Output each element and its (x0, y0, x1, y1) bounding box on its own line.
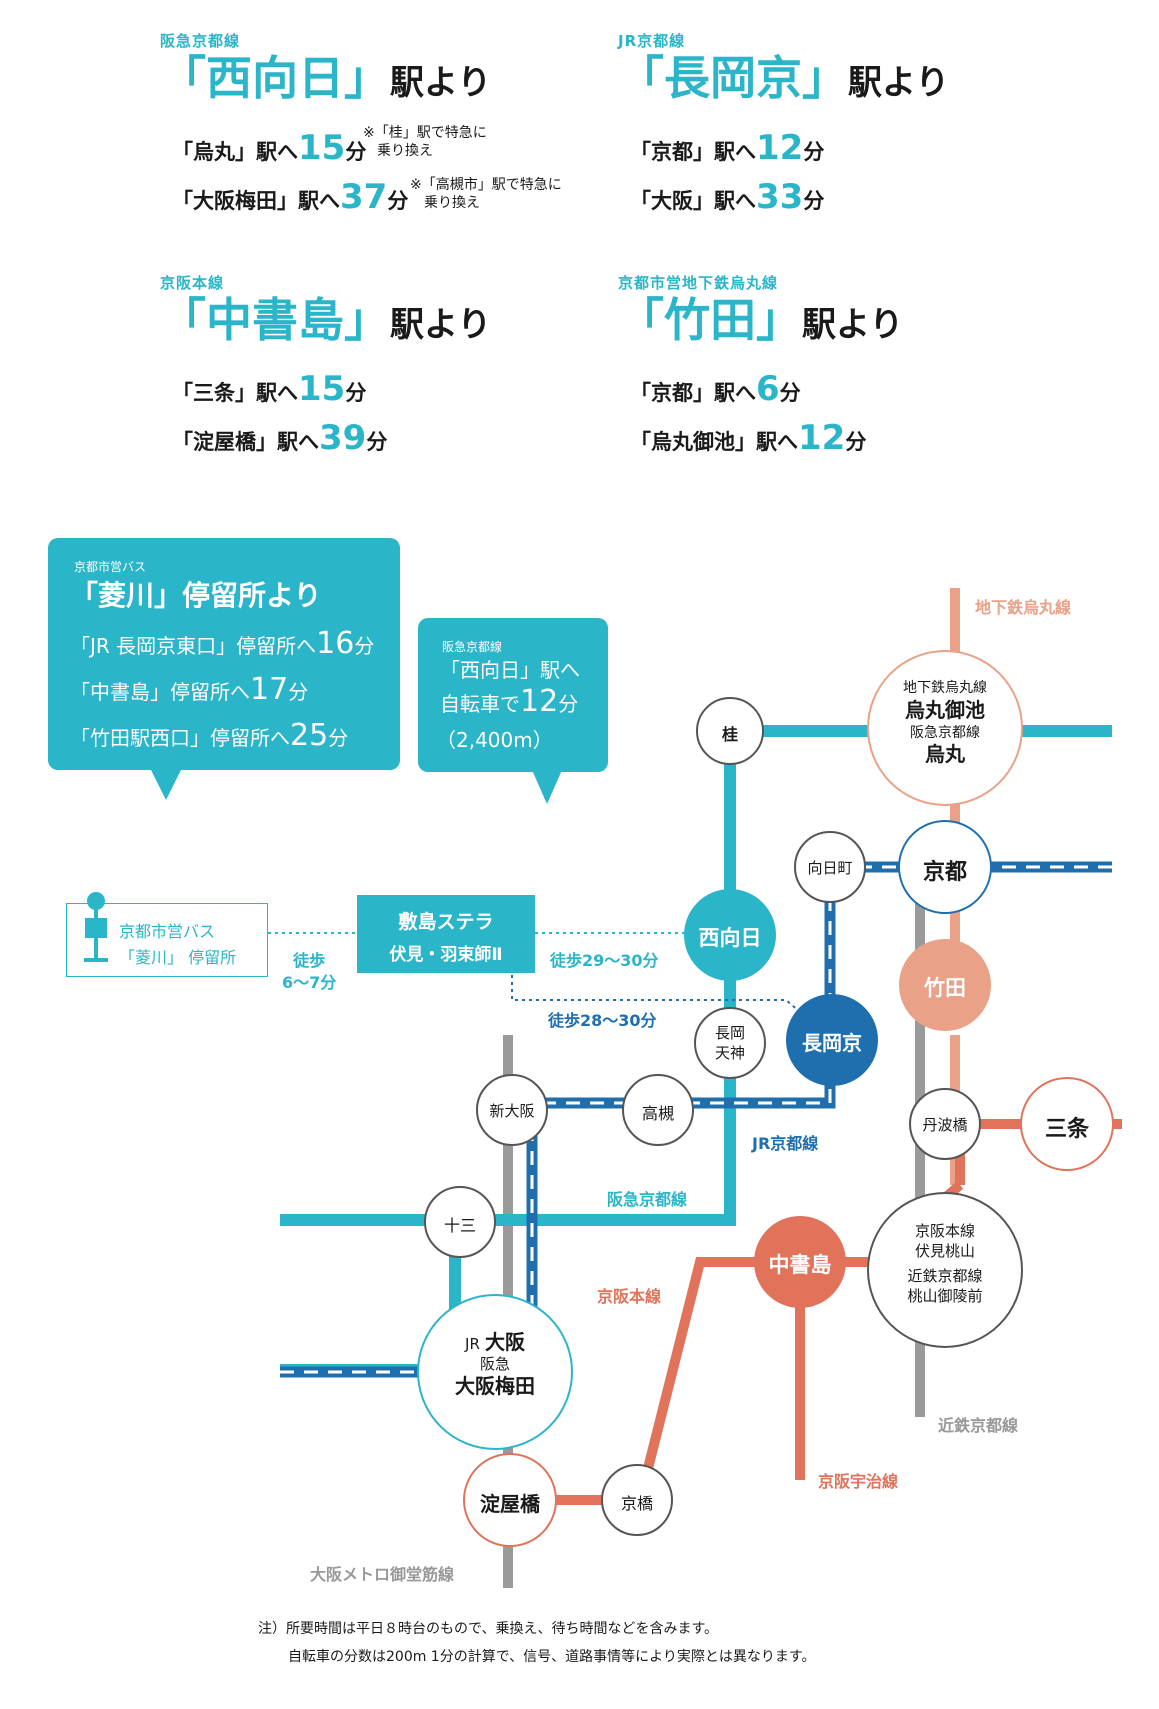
destination-row: 「烏丸御池」駅へ12分 (630, 418, 867, 458)
bus-stop-icon (81, 892, 111, 966)
walk-label-nagaokakyo: 徒歩28〜30分 (548, 1011, 657, 1030)
bike-distance: （2,400m） (436, 728, 553, 752)
station-name: 長岡京 (664, 51, 802, 105)
station-label-kyoto: 京都 (922, 860, 967, 885)
station-suffix: 駅より (802, 305, 904, 345)
destination-row: 「大阪」駅へ33分 (630, 177, 825, 217)
line-name: 京都市営地下鉄烏丸線 (618, 274, 779, 292)
station-suffix: 駅より (390, 305, 492, 345)
route-chushojima: 京阪本線 「中書島」駅より (160, 272, 491, 346)
bus-operator: 京都市営バス (74, 560, 147, 574)
station-suffix: 駅より (390, 63, 492, 103)
station-label-sanjo: 三条 (1044, 1117, 1089, 1142)
bus-callout-title: 「菱川」停留所より (70, 579, 322, 612)
destination-row: 「京都」駅へ12分 (630, 128, 825, 168)
line-name: JR京都線 (618, 32, 686, 50)
bus-callout-tail (150, 768, 182, 800)
bus-row: 「竹田駅西口」停留所へ25分 (70, 718, 349, 753)
bike-callout: 阪急京都線 「西向日」駅へ 自転車で12分 （2,400m） (418, 618, 608, 772)
bike-callout-tail (532, 770, 562, 804)
property-box: 敷島ステラ 伏見・羽束師Ⅱ (357, 895, 535, 973)
station-title: 「西向日」駅より (160, 51, 492, 105)
label-jr-kyoto: JR京都線 (752, 1134, 819, 1153)
station-label-nishimuko: 西向日 (698, 926, 762, 950)
bike-time: 自転車で12分 (440, 684, 579, 719)
bike-line: 阪急京都線 (442, 640, 503, 654)
transfer-note: ※「高槻市」駅で特急に 乗り換え (410, 177, 562, 212)
property-name: 敷島ステラ (398, 911, 494, 933)
station-label-karasuma-oike: 地下鉄烏丸線 烏丸御池 阪急京都線 烏丸 (903, 680, 987, 766)
label-osaka-metro: 大阪メトロ御堂筋線 (310, 1565, 455, 1584)
walk-label-nishimuko: 徒歩29〜30分 (550, 951, 659, 970)
station-name: 中書島 (206, 293, 344, 347)
destination-row: 「三条」駅へ15分 (172, 369, 367, 409)
station-title: 「長岡京」駅より (618, 51, 950, 105)
footnote-line-1: 注）所要時間は平日８時台のもので、乗換え、待ち時間などを含みます。 (258, 1621, 719, 1637)
label-hankyu-kyoto: 阪急京都線 (607, 1190, 688, 1209)
property-name-sub: 伏見・羽束師Ⅱ (389, 945, 503, 965)
station-label-takatsuki: 高槻 (641, 1104, 674, 1123)
bus-callout: 京都市営バス 「菱川」停留所より 「JR 長岡京東口」停留所へ16分 「中書島」… (48, 538, 400, 770)
bus-row: 「中書島」停留所へ17分 (70, 672, 309, 707)
station-label-tambabashi: 丹波橋 (922, 1116, 968, 1134)
station-label-mukomachi: 向日町 (807, 859, 853, 877)
station-label-kyobashi: 京橋 (620, 1494, 653, 1513)
station-title: 「竹田」駅より (618, 293, 904, 347)
route-nagaokakyo: JR京都線 「長岡京」駅より (618, 30, 949, 104)
station-label-shin-osaka: 新大阪 (489, 1102, 535, 1120)
station-suffix: 駅より (848, 63, 950, 103)
label-kintetsu-kyoto: 近鉄京都線 (938, 1416, 1019, 1435)
destination-row: 「大阪梅田」駅へ37分 (172, 177, 409, 217)
bus-row: 「JR 長岡京東口」停留所へ16分 (70, 626, 375, 661)
line-name: 京阪本線 (160, 274, 225, 292)
station-label-chushojima: 中書島 (768, 1253, 832, 1277)
destination-row: 「京都」駅へ6分 (630, 369, 801, 409)
route-takeda: 京都市営地下鉄烏丸線 「竹田」駅より (618, 272, 903, 346)
line-name: 阪急京都線 (160, 32, 241, 50)
station-label-takeda: 竹田 (924, 976, 966, 1000)
label-karasuma-subway: 地下鉄烏丸線 (975, 598, 1072, 617)
station-label-nagaoka-tenjin: 長岡 天神 (714, 1024, 745, 1063)
bus-stop-box: 京都市営バス 「菱川」 停留所 (66, 892, 268, 977)
bus-stop-label-2: 「菱川」 停留所 (119, 948, 237, 967)
station-label-nagaokakyo: 長岡京 (802, 1031, 862, 1055)
station-label-katsura: 桂 (721, 725, 738, 744)
destination-row: 「烏丸」駅へ15分 (172, 128, 367, 168)
station-label-fushimi-momoyama: 京阪本線 伏見桃山 近鉄京都線 桃山御陵前 (907, 1222, 983, 1305)
station-label-osaka: JR 大阪 阪急 大阪梅田 (455, 1330, 535, 1398)
station-label-yodoyabashi: 淀屋橋 (480, 1492, 540, 1516)
route-nishimuko: 阪急京都線 「西向日」駅より (160, 30, 491, 104)
bus-stop-label-1: 京都市営バス (119, 922, 216, 941)
footnote-line-2: 自転車の分数は200m 1分の計算で、信号、道路事情等により実際とは異なります。 (288, 1649, 816, 1665)
transfer-note: ※「桂」駅で特急に 乗り換え (363, 125, 487, 160)
station-title: 「中書島」駅より (160, 293, 492, 347)
walk-label-bus: 徒歩 6〜7分 (282, 951, 337, 993)
destination-row: 「淀屋橋」駅へ39分 (172, 418, 388, 458)
bike-station: 「西向日」駅へ (440, 658, 580, 682)
station-name: 西向日 (206, 51, 344, 105)
station-name: 竹田 (664, 293, 756, 347)
station-label-juso: 十三 (443, 1216, 476, 1235)
label-keihan-main: 京阪本線 (597, 1287, 662, 1306)
label-keihan-uji: 京阪宇治線 (818, 1472, 899, 1491)
